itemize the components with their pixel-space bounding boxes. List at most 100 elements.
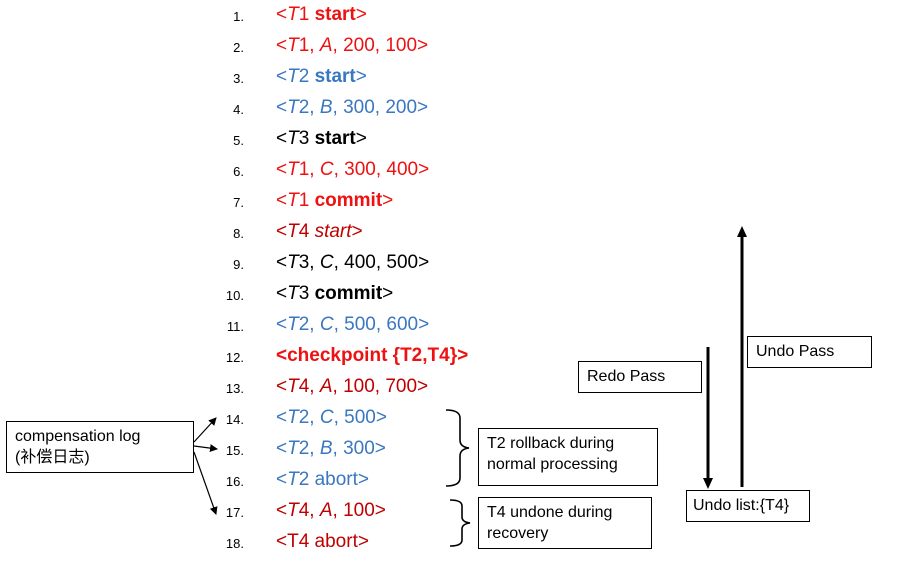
log-record-part: C (319, 159, 334, 180)
log-record-part: T (287, 190, 299, 211)
log-record-part: T (287, 500, 299, 521)
log-record: <T1, A, 200, 100> (276, 35, 428, 57)
log-line-number: 9. (233, 257, 244, 272)
log-line-number: 4. (233, 102, 244, 117)
log-record: <T4 abort> (276, 531, 369, 553)
log-record: <T2, B, 300> (276, 438, 386, 460)
log-record-part: < (276, 252, 288, 273)
log-record-part: , 300, 400> (333, 159, 430, 180)
log-record-part: T (287, 128, 299, 149)
log-record-part: , 100, 700> (332, 376, 429, 397)
log-record: <T1 commit> (276, 190, 393, 212)
log-record-part: T (287, 159, 299, 180)
undo-list-box: Undo list:{T4} (686, 490, 810, 522)
log-record-part: 1 (298, 4, 315, 25)
t2-rollback-label: T2 rollback during normal processing (487, 435, 618, 473)
log-record-part: T (287, 35, 299, 56)
log-record: <T1 start> (276, 4, 367, 26)
redo-pass-label: Redo Pass (587, 368, 666, 385)
log-record-part: 1, (298, 35, 320, 56)
log-line-number: 5. (233, 133, 244, 148)
compensation-arrow-14 (193, 417, 217, 443)
log-record: <T3 start> (276, 128, 367, 150)
log-record-part: > (355, 66, 367, 87)
log-record-part: < (276, 66, 288, 87)
log-record-part: 3 (298, 283, 315, 304)
log-record: <T3 commit> (276, 283, 393, 305)
log-record-part: < (276, 407, 288, 428)
log-record-part: start (314, 128, 356, 149)
t4-undone-label: T4 undone during recovery (487, 504, 613, 542)
log-record-part: < (276, 97, 288, 118)
log-record-part: start (314, 4, 356, 25)
log-record-part: <checkpoint {T2,T4}> (276, 345, 469, 366)
log-record-part: < (276, 221, 288, 242)
log-record-part: start (314, 221, 352, 242)
log-line-number: 7. (233, 195, 244, 210)
log-record-part: > (382, 190, 394, 211)
log-record-part: C (319, 407, 334, 428)
log-record-part: T (287, 4, 299, 25)
log-record-part: < (276, 190, 288, 211)
log-record: <T2, C, 500, 600> (276, 314, 429, 336)
log-record-part: A (319, 500, 333, 521)
log-record-part: < (276, 500, 288, 521)
log-record-part: T (287, 407, 299, 428)
t2-rollback-brace (445, 409, 470, 487)
log-record-part: < (276, 128, 288, 149)
log-record: <T2 start> (276, 66, 367, 88)
log-record-part: > (351, 221, 363, 242)
log-record-part: 2 (298, 66, 315, 87)
log-record-part: 2, (298, 407, 320, 428)
log-record: <T2 abort> (276, 469, 369, 491)
log-record-part: start (314, 66, 356, 87)
log-record-part: T (287, 66, 299, 87)
log-record-part: T (287, 97, 299, 118)
log-record-part: < (276, 159, 288, 180)
log-record-part: B (319, 438, 333, 459)
log-line-number: 18. (225, 536, 244, 551)
log-record-part: T (287, 469, 299, 490)
compensation-log-box: compensation log (补偿日志) (6, 421, 194, 473)
t4-undone-brace (449, 499, 471, 547)
log-line-number: 15. (225, 443, 244, 458)
log-record-part: 3, (298, 252, 320, 273)
log-line-number: 13. (225, 381, 244, 396)
log-record-part: > (382, 283, 394, 304)
log-record-part: C (319, 252, 334, 273)
t2-rollback-box: T2 rollback during normal processing (478, 428, 658, 486)
log-record-part: B (319, 97, 333, 118)
log-record-part: <T4 abort> (276, 531, 369, 552)
log-record-part: 2 abort> (298, 469, 369, 490)
log-record-part: , 400, 500> (333, 252, 430, 273)
log-line-number: 6. (233, 164, 244, 179)
log-record-part: , 100> (332, 500, 386, 521)
undo-pass-label: Undo Pass (756, 343, 835, 360)
log-record-part: T (287, 438, 299, 459)
log-record-part: T (287, 314, 299, 335)
log-record: <checkpoint {T2,T4}> (276, 345, 468, 367)
log-record-part: < (276, 35, 288, 56)
log-record-part: commit (314, 190, 383, 211)
log-record-part: < (276, 314, 288, 335)
log-record-part: < (276, 469, 288, 490)
log-record-part: T (287, 252, 299, 273)
log-record-part: T (287, 376, 299, 397)
log-record-part: T (287, 221, 299, 242)
log-record-part: < (276, 438, 288, 459)
log-line-number: 8. (233, 226, 244, 241)
log-record-part: , 300> (332, 438, 386, 459)
compensation-log-label: compensation log (补偿日志) (15, 428, 141, 466)
log-record-part: 1, (298, 159, 320, 180)
undo-pass-arrowhead (737, 226, 747, 237)
log-line-number: 3. (233, 71, 244, 86)
log-line-number: 16. (225, 474, 244, 489)
log-record: <T4 start> (276, 221, 363, 243)
log-record-part: , 500, 600> (333, 314, 430, 335)
log-record-part: commit (314, 283, 383, 304)
log-line-number: 14. (225, 412, 244, 427)
log-record-part: 4 (298, 221, 315, 242)
log-record-part: 2, (298, 438, 320, 459)
log-record-part: , 300, 200> (332, 97, 429, 118)
